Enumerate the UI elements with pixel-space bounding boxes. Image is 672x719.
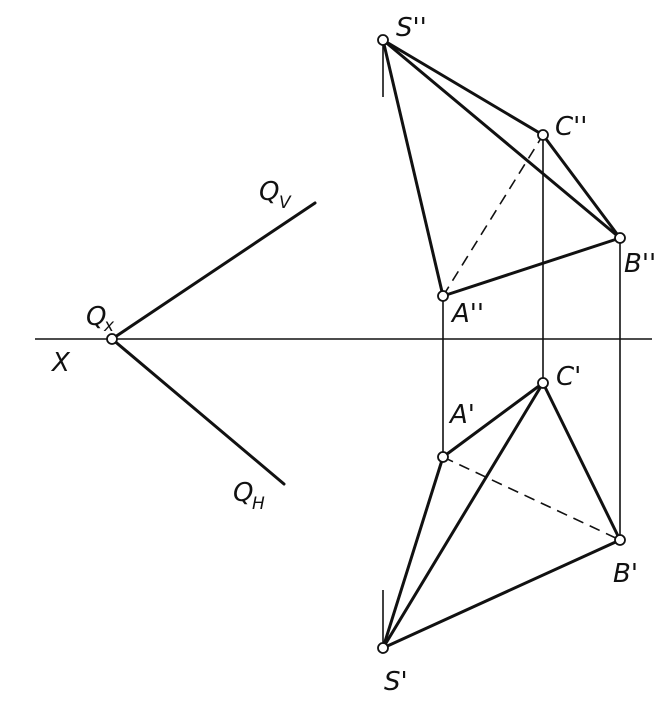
- label-b2: B'': [624, 249, 656, 279]
- point-qx: [106, 333, 118, 345]
- label-c2: C'': [555, 112, 587, 142]
- edge-s1-b1: [381, 538, 622, 650]
- qv-trace: [110, 201, 317, 341]
- edge-s1-a1: [381, 455, 445, 650]
- edge-c1-b1: [541, 381, 622, 542]
- label-qx-sub: x: [103, 316, 115, 336]
- point-a1: [437, 451, 449, 463]
- label-s1: S': [384, 667, 408, 697]
- point-c1: [537, 377, 549, 389]
- point-c2: [537, 129, 549, 141]
- edge-a2-c2-hidden: [442, 134, 544, 297]
- edge-s2-b2: [381, 38, 622, 240]
- qh-trace: [110, 337, 286, 486]
- point-s2: [377, 34, 389, 46]
- label-qv-sub: V: [279, 193, 292, 213]
- edge-c2-b2: [541, 133, 622, 240]
- point-s1: [377, 642, 389, 654]
- point-b1: [614, 534, 626, 546]
- point-b2: [614, 232, 626, 244]
- edge-s1-c1: [381, 381, 545, 650]
- label-axis-x: X: [50, 348, 71, 378]
- label-s2: S'': [396, 13, 427, 43]
- point-a2: [437, 290, 449, 302]
- label-qx: Q: [86, 302, 106, 332]
- label-qv: Q: [259, 177, 279, 207]
- edge-s2-c2: [381, 38, 545, 137]
- label-b1: B': [613, 559, 638, 589]
- edge-s2-a2: [381, 38, 445, 298]
- label-a1: A': [448, 400, 475, 430]
- label-qh: Q: [233, 478, 253, 508]
- label-a2: A'': [450, 299, 484, 329]
- label-qh-sub: H: [252, 494, 265, 514]
- edge-a1-b1-hidden: [442, 456, 621, 541]
- edge-a1-c1: [441, 381, 545, 459]
- edge-a2-b2: [441, 236, 622, 298]
- label-c1: C': [556, 362, 581, 392]
